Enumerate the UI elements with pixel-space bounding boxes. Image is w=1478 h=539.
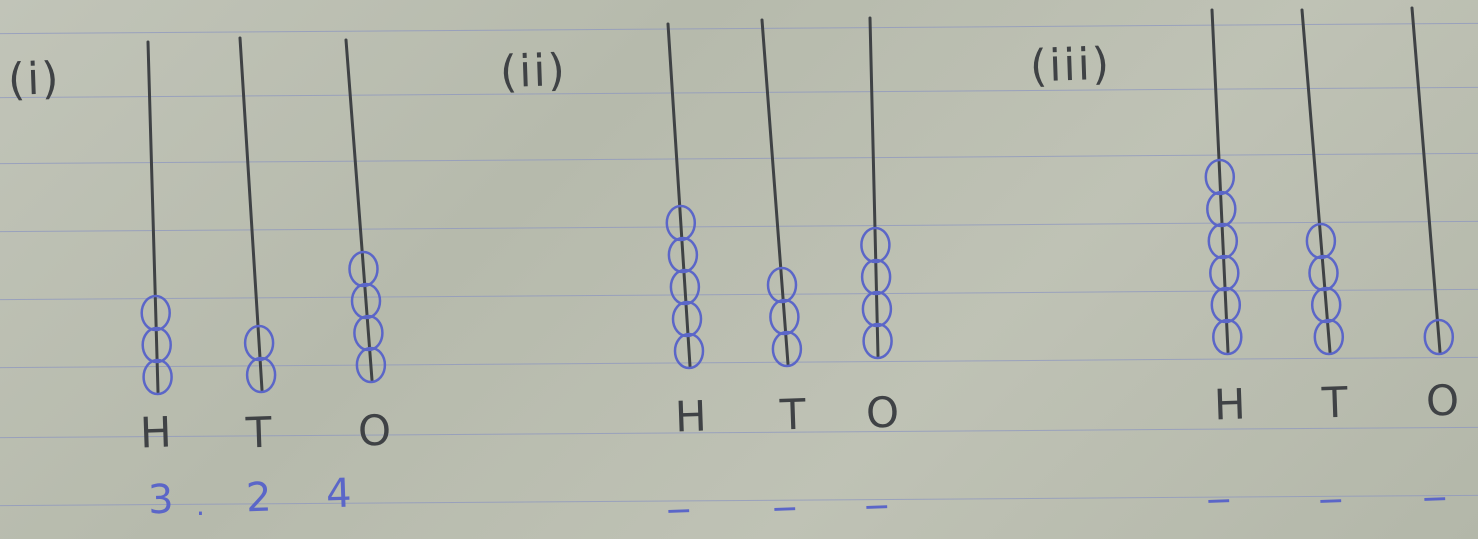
place-label-hundreds: H (1213, 379, 1247, 430)
section-label-ii: (ii) (499, 44, 568, 99)
abacus-bead (862, 322, 893, 360)
abacus-bead (1305, 222, 1337, 260)
place-label-tens: T (779, 389, 807, 440)
abacus-rod (666, 22, 692, 368)
place-label-tens: T (245, 407, 273, 458)
answer-blank-ones: _ (1423, 454, 1445, 502)
abacus-rod (238, 36, 264, 392)
answer-blank-ones: _ (865, 462, 887, 510)
place-label-hundreds: H (674, 391, 708, 442)
abacus-bead (1209, 254, 1240, 292)
abacus-bead (860, 258, 892, 296)
abacus-bead (1212, 318, 1243, 356)
abacus-rod (1210, 8, 1230, 354)
place-label-hundreds: H (139, 407, 173, 458)
abacus-bead (766, 266, 798, 304)
answer-blank-hundreds: _ (667, 466, 689, 514)
abacus-bead (141, 326, 172, 364)
answer-blank-hundreds: _ (1207, 456, 1229, 504)
abacus-bead (861, 290, 893, 328)
answer-ones-digit: 4 (325, 470, 353, 518)
abacus-rod (1410, 6, 1442, 354)
abacus-bead (1206, 190, 1237, 228)
abacus-bead (1423, 318, 1455, 356)
abacus-bead (860, 226, 891, 264)
abacus-rod (146, 40, 160, 394)
abacus-bead (769, 298, 800, 336)
section-label-iii: (iii) (1029, 38, 1112, 93)
section-label-i: (i) (7, 53, 62, 106)
abacus-bead (665, 204, 697, 242)
abacus-bead (771, 330, 803, 368)
answer-hundreds-digit: 3 (147, 476, 175, 524)
abacus-bead (353, 314, 384, 352)
abacus-bead (1210, 286, 1242, 324)
abacus-bead (355, 346, 387, 384)
abacus-rod (868, 16, 880, 358)
abacus-bead (667, 236, 699, 274)
place-label-ones: O (865, 387, 900, 438)
abacus-bead (669, 268, 701, 306)
abacus-bead (1310, 286, 1342, 324)
place-label-tens: T (1321, 377, 1349, 428)
abacus-bead (1204, 158, 1236, 196)
abacus-rod (1300, 8, 1332, 354)
abacus-bead (673, 332, 705, 370)
abacus-bead (140, 294, 171, 332)
answer-blank-tens: _ (773, 464, 795, 512)
abacus-rod (344, 38, 374, 382)
abacus-bead (671, 300, 703, 338)
abacus-bead (1207, 222, 1239, 260)
abacus-bead (1308, 254, 1339, 292)
abacus-bead (245, 356, 277, 394)
abacus-bead (142, 358, 173, 396)
abacus-rod (760, 18, 790, 366)
abacus-bead (1313, 318, 1345, 356)
abacus-bead (243, 324, 275, 362)
answer-separator: . (196, 489, 205, 522)
place-label-ones: O (1425, 375, 1460, 426)
answer-tens-digit: 2 (245, 474, 273, 522)
place-label-ones: O (357, 405, 392, 456)
abacus-bead (350, 282, 382, 320)
abacus-bead (348, 250, 379, 288)
answer-blank-tens: _ (1319, 456, 1341, 504)
